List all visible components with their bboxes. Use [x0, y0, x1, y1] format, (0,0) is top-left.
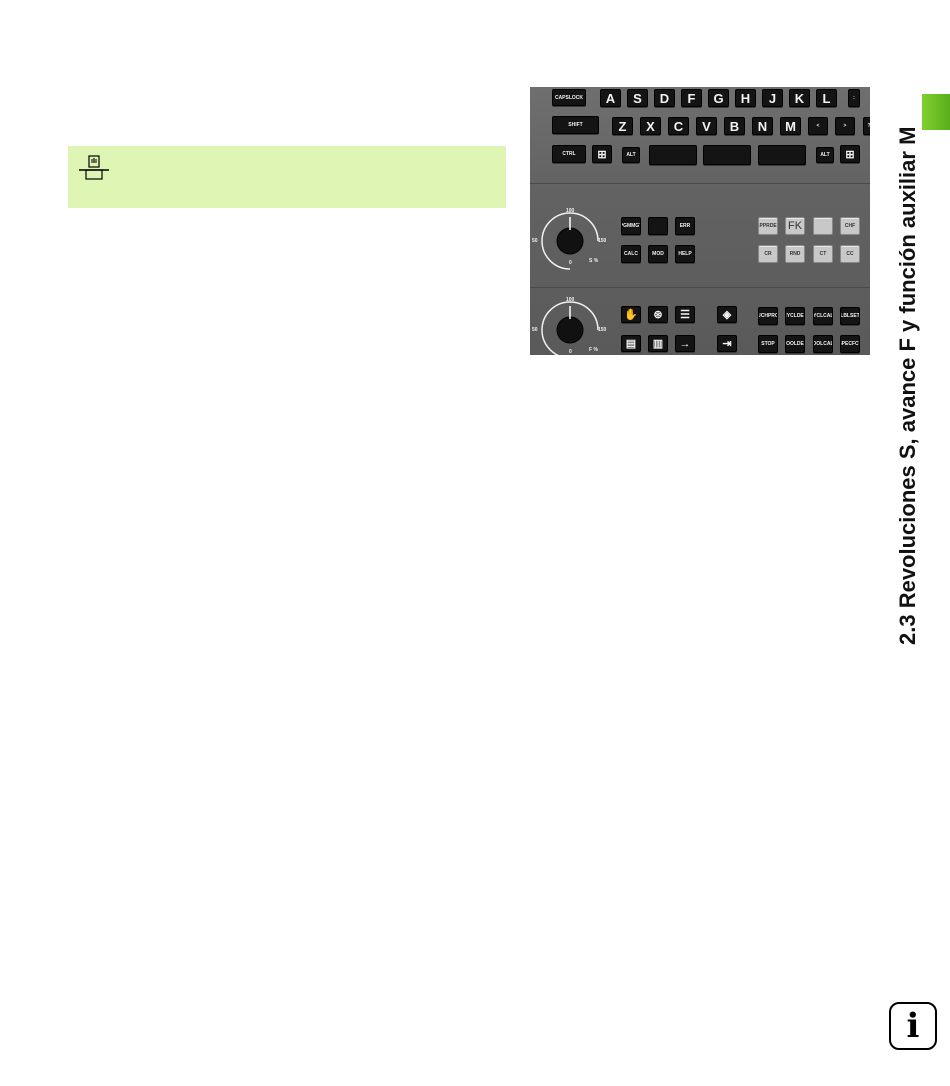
key-colon: :: [848, 89, 860, 107]
feed-mark-0: 0: [569, 349, 572, 355]
info-icon: i: [889, 1002, 937, 1050]
hand-icon: ✋: [621, 306, 641, 323]
feed-label: F %: [589, 347, 598, 353]
key-stop: STOP: [758, 335, 778, 353]
feed-mark-50: 50: [532, 327, 538, 333]
full-sequence-icon: ▥: [648, 335, 668, 352]
spindle-mark-50: 50: [532, 238, 538, 244]
key-k: K: [789, 89, 810, 107]
key-appr-dep: APPRDEP: [758, 217, 778, 235]
key-question: ?: [863, 117, 870, 135]
key-l: L: [816, 89, 837, 107]
key-ct: CT: [813, 245, 833, 263]
key-c: C: [668, 117, 689, 135]
feed-override-dial: [541, 301, 599, 355]
program-run-icon: ▤: [621, 335, 641, 352]
key-cc: CC: [840, 245, 860, 263]
key-g: G: [708, 89, 729, 107]
spindle-override-dial: [541, 212, 599, 270]
key-rnd: RND: [785, 245, 805, 263]
key-shift: SHIFT: [552, 116, 599, 134]
key-tool-call: TOOLCALL: [813, 335, 833, 353]
key-blank-3: [758, 145, 806, 165]
key-m: M: [780, 117, 801, 135]
key-alt-left: ALT: [622, 147, 640, 163]
keyboard-divider: [530, 183, 870, 184]
key-spec-fct: SPECFCT: [840, 335, 860, 353]
key-calc: CALC: [621, 245, 641, 263]
key-cycl-def: CYCLDEF: [785, 307, 805, 325]
test-run-icon: ◈: [717, 306, 737, 323]
key-z: Z: [612, 117, 633, 135]
spindle-dial-knob: [556, 227, 584, 255]
positioning-icon: →: [675, 335, 695, 352]
spindle-label: S %: [589, 258, 599, 264]
key-ctrl: CTRL: [552, 145, 586, 163]
spindle-mark-0: 0: [569, 260, 572, 266]
spindle-mark-150: 150: [598, 238, 607, 244]
single-block-icon: ☰: [675, 306, 695, 323]
key-blank-path: [813, 217, 833, 235]
key-b: B: [724, 117, 745, 135]
key-j: J: [762, 89, 783, 107]
key-v: V: [696, 117, 717, 135]
windows-icon: ⊞: [840, 145, 860, 163]
feed-mark-100: 100: [566, 297, 575, 303]
program-edit-icon: ⇥: [717, 335, 737, 352]
key-blank-2: [703, 145, 751, 165]
key-tool-def: TOOLDEF: [785, 335, 805, 353]
key-blank-mgmt: [648, 217, 668, 235]
spindle-dial-arc: [541, 212, 599, 270]
windows-icon: ⊞: [592, 145, 612, 163]
chapter-title: 2.3 Revoluciones S, avance F y función a…: [895, 126, 920, 645]
key-pgm-mgt: PGMMGT: [621, 217, 641, 235]
key-s: S: [627, 89, 648, 107]
key-help: HELP: [675, 245, 695, 263]
key-x: X: [640, 117, 661, 135]
machine-icon: [79, 155, 109, 180]
key-mod: MOD: [648, 245, 668, 263]
key-less-than: <: [808, 117, 828, 135]
chapter-tab: [922, 94, 950, 130]
feed-dial-knob: [556, 316, 584, 344]
spindle-mark-100: 100: [566, 208, 575, 214]
handwheel-icon: ⊛: [648, 306, 668, 323]
key-f: F: [681, 89, 702, 107]
key-chf: CHF: [840, 217, 860, 235]
feed-mark-150: 150: [598, 327, 607, 333]
machine-note-box: [68, 146, 506, 208]
key-alt-right: ALT: [816, 147, 834, 163]
key-err: ERR: [675, 217, 695, 235]
key-d: D: [654, 89, 675, 107]
key-h: H: [735, 89, 756, 107]
key-fk: FK: [785, 217, 805, 235]
key-blank-1: [649, 145, 697, 165]
key-n: N: [752, 117, 773, 135]
key-cycl-call: CYCLCALL: [813, 307, 833, 325]
keyboard-divider: [530, 287, 870, 288]
feed-dial-arc: [541, 301, 599, 355]
key-cr: CR: [758, 245, 778, 263]
key-a: A: [600, 89, 621, 107]
key-touch-probe: TOUCHPROBE: [758, 307, 778, 325]
key-greater-than: >: [835, 117, 855, 135]
